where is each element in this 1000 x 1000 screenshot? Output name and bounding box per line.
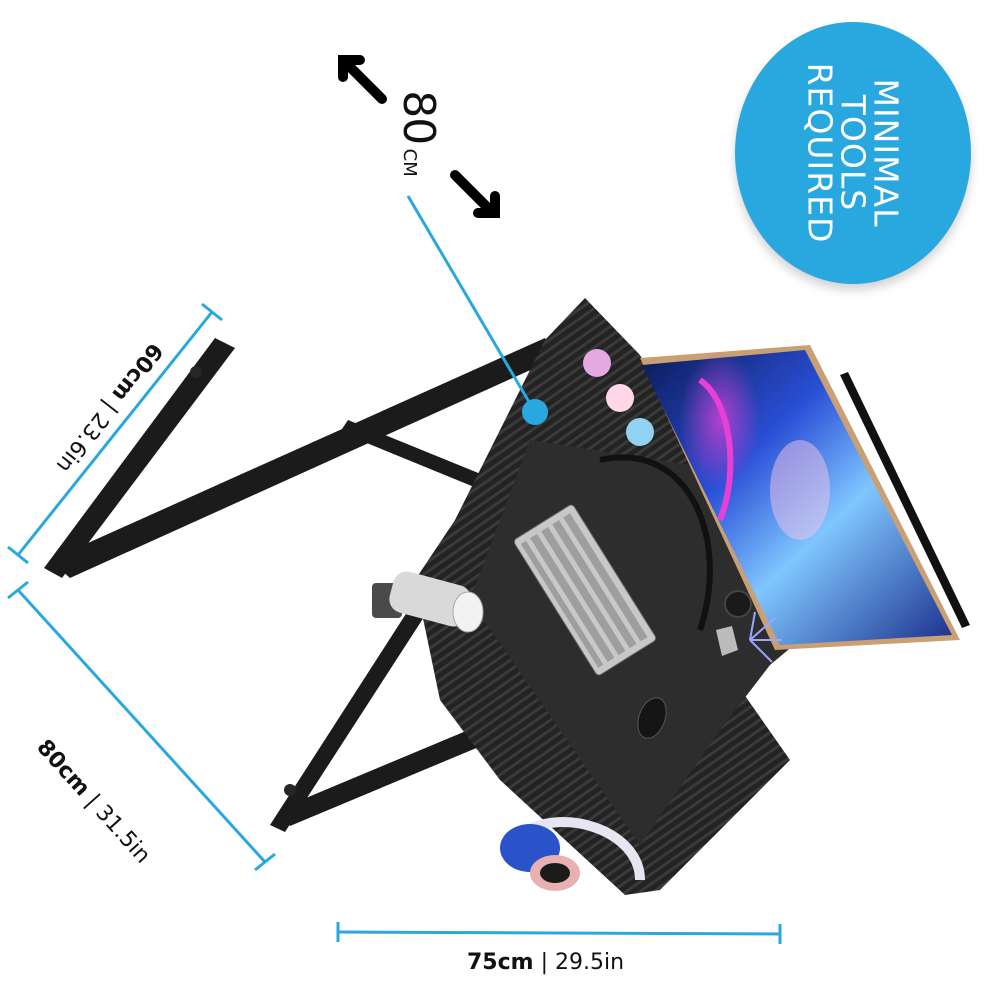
width-dimension-label: 75cm | 29.5in: [467, 950, 624, 975]
hook-ornament: [716, 611, 782, 663]
top-dimension-label: 80 CM: [393, 90, 444, 177]
badge-line-1: MINIMAL: [866, 78, 906, 228]
callout-pointer: [406, 195, 548, 425]
width-separator: |: [540, 950, 549, 975]
grommet: [724, 590, 752, 618]
badge-text: MINIMAL TOOLS REQUIRED: [800, 62, 906, 244]
figurines: [583, 349, 654, 446]
monitor: [640, 345, 970, 650]
mouse: [637, 697, 667, 739]
top-dimension-unit: CM: [398, 148, 420, 177]
cup-holder: [372, 571, 484, 633]
headphones: [500, 817, 645, 891]
dimension-lines: [7, 302, 782, 944]
monitor-arm: [599, 454, 713, 631]
minimal-tools-badge: MINIMAL TOOLS REQUIRED: [735, 22, 971, 284]
width-imperial: 29.5in: [555, 950, 625, 975]
width-metric: 75cm: [467, 950, 534, 975]
top-dimension-value: 80: [392, 90, 444, 145]
dimension-arrow-top: [338, 55, 500, 218]
badge-line-3: REQUIRED: [800, 62, 840, 244]
badge-line-2: TOOLS: [833, 94, 873, 212]
keyboard: [513, 504, 657, 676]
